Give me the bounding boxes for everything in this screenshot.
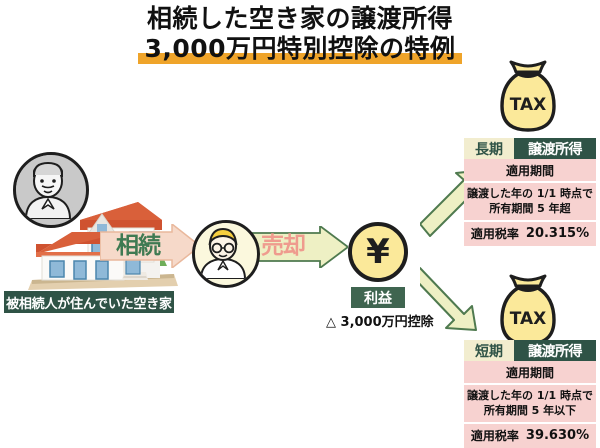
short-term-rate-row: 適用税率 39.630% <box>464 424 596 448</box>
house-caption-banner: 被相続人が住んでいた空き家 <box>4 291 174 313</box>
title-line-1: 相続した空き家の譲渡所得 <box>146 4 453 33</box>
title-line-2: 3,000万円特別控除の特例 <box>144 34 456 63</box>
long-term-panel-body: 適用期間 譲渡した年の 1/1 時点で 所有期間 5 年超 適用税率 20.31… <box>464 159 596 246</box>
deduction-note: △ 3,000万円控除 <box>326 315 434 330</box>
long-term-panel-header: 長期 譲渡所得 <box>464 138 596 159</box>
short-term-period-text: 譲渡した年の 1/1 時点で 所有期間 5 年以下 <box>464 385 596 422</box>
short-term-rate-title: 適用税率 <box>470 429 519 443</box>
inherit-arrow: 相続 <box>100 224 200 268</box>
long-term-rate-title: 適用税率 <box>470 227 519 241</box>
long-term-rate-row: 適用税率 20.315% <box>464 222 596 246</box>
long-term-period-line2: 所有期間 5 年超 <box>489 202 571 215</box>
profit-coin-icon: ¥ <box>348 222 408 282</box>
long-term-period-title: 適用期間 <box>505 164 554 178</box>
short-term-rate-value: 39.630% <box>525 428 590 443</box>
sell-label: 売却 <box>261 233 306 259</box>
profit-badge: 利益 <box>351 287 405 308</box>
sell-arrow: 売却 <box>248 226 348 268</box>
tax-bag-bottom-label: TAX <box>510 309 547 329</box>
short-term-income-type: 譲渡所得 <box>514 340 596 361</box>
divider <box>464 383 596 385</box>
divider <box>464 422 596 424</box>
tax-bag-long-term-icon: TAX <box>492 58 564 134</box>
short-term-panel: 短期 譲渡所得 適用期間 譲渡した年の 1/1 時点で 所有期間 5 年以下 適… <box>464 340 596 448</box>
long-term-panel: 長期 譲渡所得 適用期間 譲渡した年の 1/1 時点で 所有期間 5 年超 適用… <box>464 138 596 246</box>
short-term-badge: 短期 <box>464 340 514 361</box>
short-term-period-line2: 所有期間 5 年以下 <box>483 404 577 417</box>
long-term-period-line1: 譲渡した年の 1/1 時点で <box>467 187 593 200</box>
tax-bag-short-term-icon: TAX <box>492 272 564 348</box>
short-term-panel-header: 短期 譲渡所得 <box>464 340 596 361</box>
page-title: 相続した空き家の譲渡所得 3,000万円特別控除の特例 <box>0 4 600 64</box>
heir-person-avatar <box>192 220 260 288</box>
long-term-period-text: 譲渡した年の 1/1 時点で 所有期間 5 年超 <box>464 183 596 220</box>
short-term-period-title: 適用期間 <box>505 366 554 380</box>
inherit-label: 相続 <box>116 233 161 259</box>
long-term-badge: 長期 <box>464 138 514 159</box>
tax-bag-top-label: TAX <box>510 95 547 115</box>
infographic-canvas: 相続した空き家の譲渡所得 3,000万円特別控除の特例 <box>0 4 600 448</box>
title-highlight-bar <box>138 53 462 64</box>
short-term-period-line1: 譲渡した年の 1/1 時点で <box>467 389 593 402</box>
short-term-panel-body: 適用期間 譲渡した年の 1/1 時点で 所有期間 5 年以下 適用税率 39.6… <box>464 361 596 448</box>
divider <box>464 220 596 222</box>
long-term-rate-value: 20.315% <box>525 226 590 241</box>
divider <box>464 181 596 183</box>
title-line-2-wrapper: 3,000万円特別控除の特例 <box>138 34 462 64</box>
long-term-income-type: 譲渡所得 <box>514 138 596 159</box>
deceased-person-avatar <box>13 152 89 228</box>
